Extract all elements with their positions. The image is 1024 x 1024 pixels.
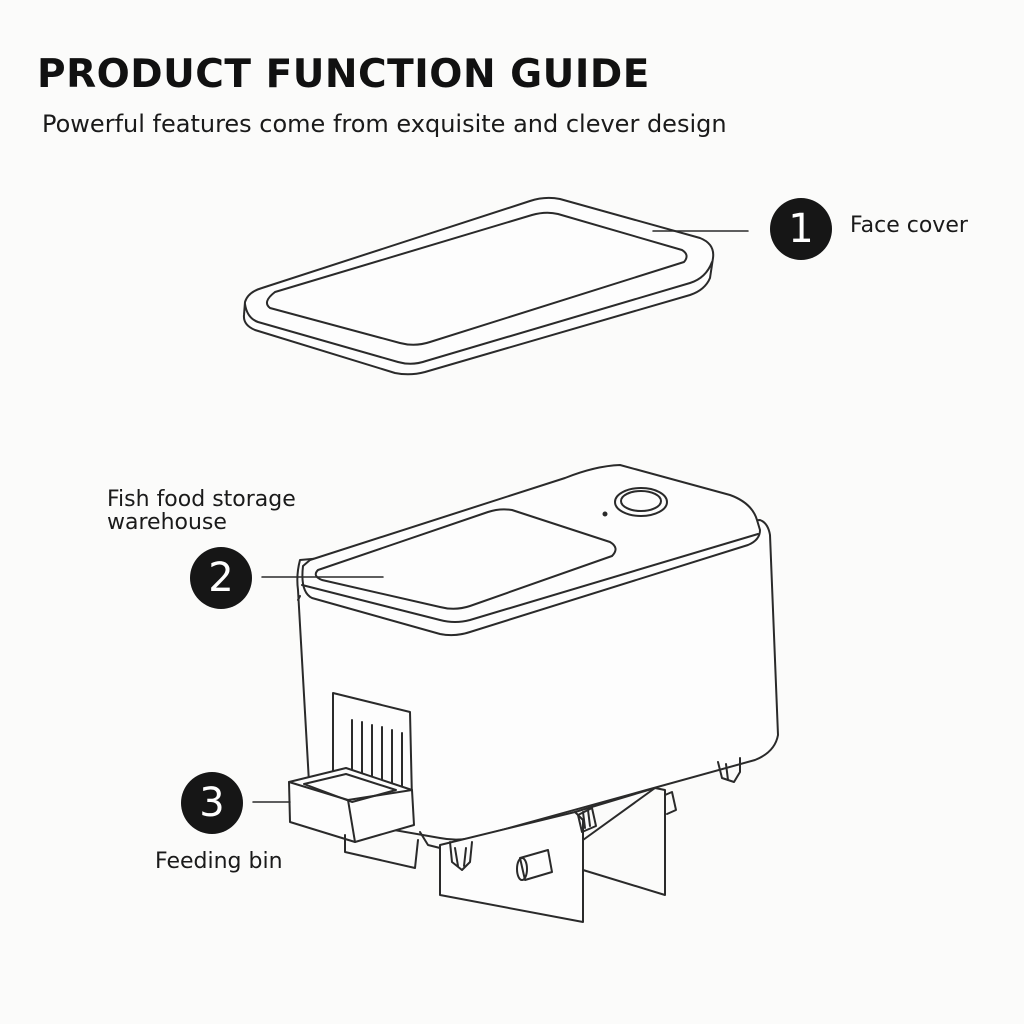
- callout-badge-1: 1: [770, 198, 832, 260]
- callout-label-storage-line1: Fish food storage: [107, 487, 296, 512]
- page-subtitle: Powerful features come from exquisite an…: [42, 110, 727, 138]
- callout-label-feeding-bin: Feeding bin: [155, 849, 283, 874]
- callout-label-face-cover: Face cover: [850, 213, 968, 238]
- page-title: PRODUCT FUNCTION GUIDE: [37, 52, 650, 97]
- callout-badge-3: 3: [181, 772, 243, 834]
- callout-label-storage-line2: warehouse: [107, 510, 227, 535]
- feeder-body-drawing: [288, 464, 779, 923]
- callout-badge-2: 2: [190, 547, 252, 609]
- face-cover-drawing: [242, 196, 715, 376]
